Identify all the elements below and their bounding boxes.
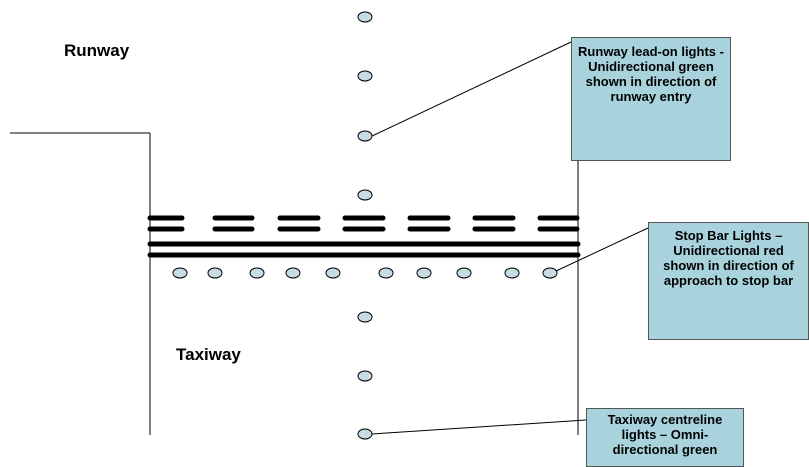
stop-bar-light-1 bbox=[172, 267, 188, 279]
stop-bar-light-8 bbox=[456, 267, 472, 279]
stop-bar-light-3 bbox=[249, 267, 265, 279]
stop-bar-lights bbox=[172, 267, 558, 279]
stop-bar-light-7 bbox=[416, 267, 432, 279]
stop-bar-light-2 bbox=[207, 267, 223, 279]
centreline-lights-callout: Taxiway centreline lights – Omni-directi… bbox=[586, 408, 744, 467]
lead-on-light-2 bbox=[357, 70, 373, 82]
lead-on-lights-callout: Runway lead-on lights - Unidirectional g… bbox=[571, 37, 731, 161]
centreline-pointer bbox=[371, 419, 587, 435]
stop-bar-lights-callout: Stop Bar Lights – Unidirectional red sho… bbox=[648, 222, 809, 340]
stop-bar-pointer bbox=[555, 227, 649, 272]
runway-label: Runway bbox=[64, 41, 130, 60]
pavement-outline bbox=[10, 110, 579, 435]
stop-bar-light-10 bbox=[542, 267, 558, 279]
stop-bar-light-4 bbox=[285, 267, 301, 279]
lead-on-pointer bbox=[369, 41, 572, 138]
centreline-lights bbox=[357, 11, 373, 440]
centreline-light-1 bbox=[357, 311, 373, 323]
holding-dashes bbox=[147, 215, 580, 232]
stop-bar-light-6 bbox=[378, 267, 394, 279]
centreline-light-2 bbox=[357, 370, 373, 382]
lead-on-light-3 bbox=[357, 130, 373, 142]
taxiway-label: Taxiway bbox=[176, 345, 241, 364]
lead-on-light-1 bbox=[357, 11, 373, 23]
stop-bar-light-5 bbox=[325, 267, 341, 279]
centreline-light-3 bbox=[357, 428, 373, 440]
stop-bar-light-9 bbox=[504, 267, 520, 279]
pointer-lines bbox=[369, 41, 649, 435]
holding-solid-lines bbox=[147, 241, 581, 258]
lead-on-light-4 bbox=[357, 189, 373, 201]
